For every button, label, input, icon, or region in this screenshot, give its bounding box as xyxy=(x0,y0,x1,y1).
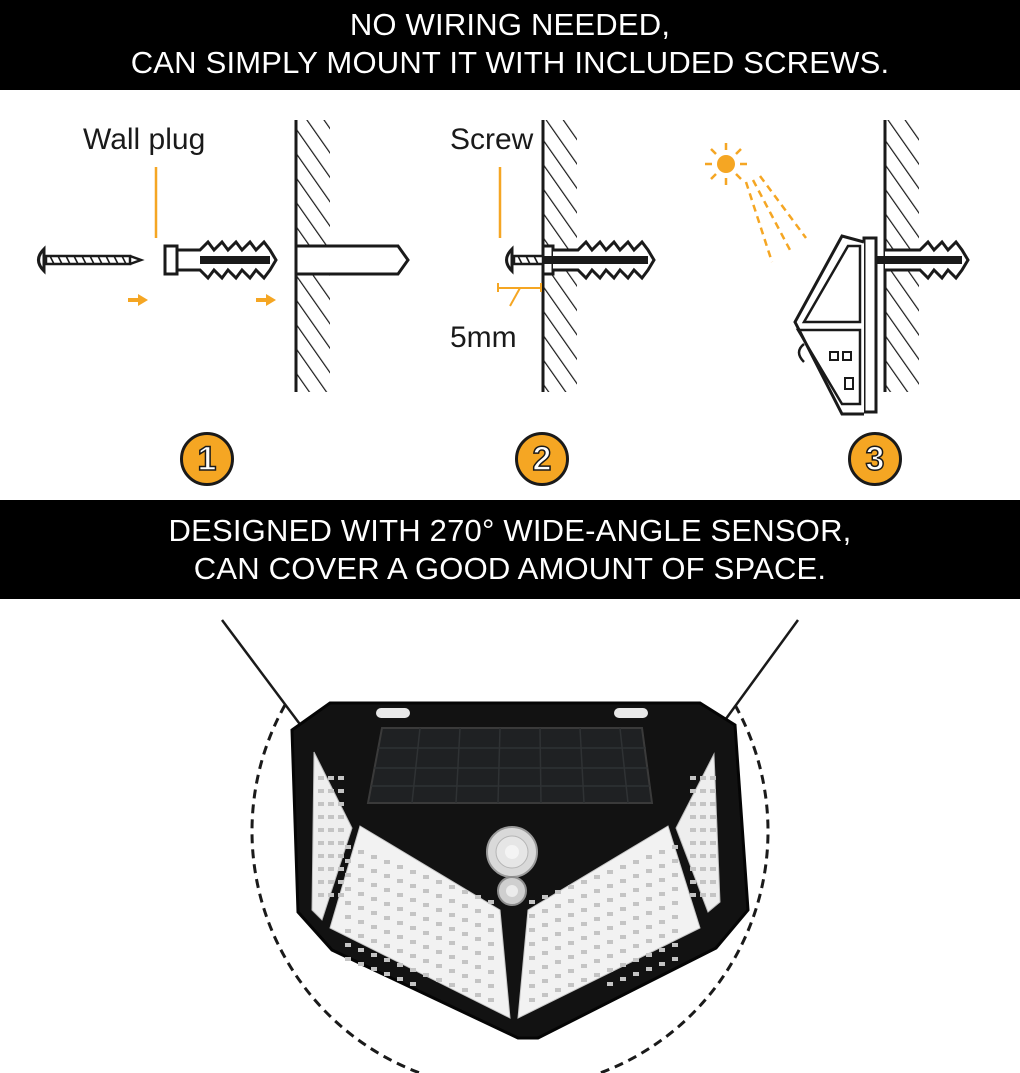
wall-plug-icon xyxy=(163,239,278,281)
light-sensor xyxy=(497,876,527,906)
step-1-badge: 1 xyxy=(180,432,234,486)
arrow-right-icon xyxy=(128,294,148,306)
screw-and-plug-inserted xyxy=(505,239,656,281)
sun-icon xyxy=(705,143,808,263)
step-3-illustration xyxy=(705,120,970,416)
step-3-badge: 3 xyxy=(848,432,902,486)
screw-icon xyxy=(37,245,145,275)
product-illustration xyxy=(220,619,800,1073)
screw-label: Screw xyxy=(450,123,534,156)
step-2-badge: 2 xyxy=(515,432,569,486)
top-banner-line-1: NO WIRING NEEDED, xyxy=(349,7,671,42)
mount-slot-left xyxy=(376,708,410,718)
led-dots xyxy=(318,776,716,1002)
arrow-right-icon xyxy=(256,294,276,306)
wall-plug-label: Wall plug xyxy=(83,123,206,156)
bottom-banner: DESIGNED WITH 270° WIDE-ANGLE SENSOR, CA… xyxy=(0,500,1020,599)
top-banner-line-2: CAN SIMPLY MOUNT IT WITH INCLUDED SCREWS… xyxy=(130,45,890,80)
gap-measure-label: 5mm xyxy=(450,321,517,354)
bottom-banner-line-2: CAN COVER A GOOD AMOUNT OF SPACE. xyxy=(193,551,827,586)
mount-slot-right xyxy=(614,708,648,718)
solar-panel-icon xyxy=(366,727,654,804)
solar-light-front xyxy=(290,701,750,1040)
installation-diagram xyxy=(37,120,970,416)
top-banner: NO WIRING NEEDED, CAN SIMPLY MOUNT IT WI… xyxy=(0,0,1020,90)
step-2-illustration xyxy=(497,120,656,392)
drilled-hole xyxy=(294,244,410,276)
mounting-screw-inserted xyxy=(872,239,970,281)
led-panel-right-side xyxy=(675,752,721,913)
solar-light-side-view xyxy=(793,234,878,416)
step-1-illustration xyxy=(37,120,410,392)
gap-measure-marker xyxy=(497,283,542,307)
led-panel-front-right xyxy=(517,825,701,1019)
motion-sensor-icon xyxy=(486,826,538,878)
sensor-coverage-arc xyxy=(220,619,800,1073)
bottom-banner-line-1: DESIGNED WITH 270° WIDE-ANGLE SENSOR, xyxy=(168,513,852,548)
